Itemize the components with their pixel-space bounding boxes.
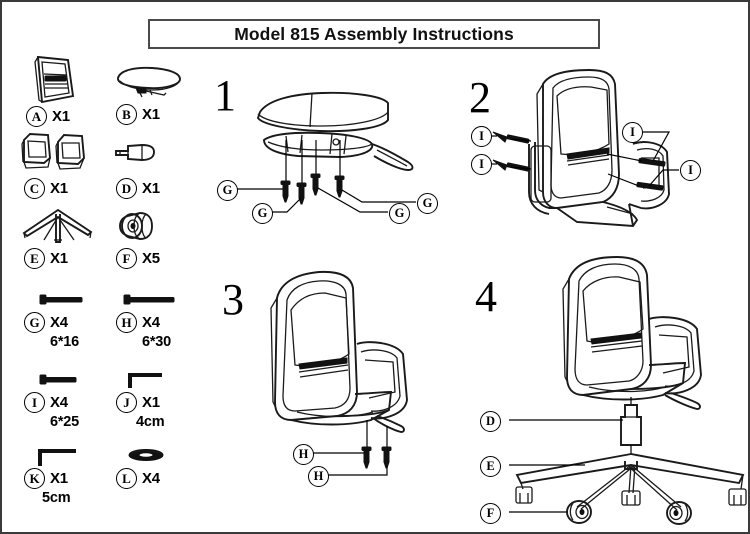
armrest-pair-icon <box>14 130 106 178</box>
part-qty-l: X4 <box>142 469 160 487</box>
part-qty-d: X1 <box>142 179 160 197</box>
part-label-c: C X1 <box>14 177 106 199</box>
part-qty-f: X5 <box>142 249 160 267</box>
step-3-callout-h-1: H <box>293 444 314 465</box>
part-code-a: A <box>26 105 47 127</box>
step-4-drawing <box>509 256 747 525</box>
step-4-number: 4 <box>475 272 497 321</box>
part-code-b: B <box>116 103 137 125</box>
part-spec-g: 6*16 <box>50 334 80 350</box>
title-box: Model 815 Assembly Instructions <box>148 19 600 49</box>
part-item-d: D X1 <box>106 134 198 199</box>
part-label-e: E X1 <box>14 247 106 269</box>
part-item-f: F X5 <box>106 204 198 269</box>
bolt-icon <box>16 284 108 312</box>
step-4-callout-e: E <box>480 456 501 477</box>
page-title: Model 815 Assembly Instructions <box>234 23 514 44</box>
step-1-drawing <box>237 91 416 213</box>
part-item-j: J X1 4cm <box>108 364 200 430</box>
step-3-number: 3 <box>222 275 244 324</box>
part-item-k: K X1 5cm <box>16 440 108 506</box>
step-1-callout-g-3: G <box>389 203 410 224</box>
part-item-b: B X1 <box>106 60 198 125</box>
seat-mechanism-icon <box>106 60 198 104</box>
step-3: 3 <box>207 260 457 487</box>
step-4: 4 <box>457 256 748 532</box>
part-qty-j: X1 <box>142 393 160 411</box>
step-4-callout-d: D <box>480 411 501 432</box>
chair-back-icon <box>16 54 108 106</box>
part-code-j: J <box>116 391 137 413</box>
part-label-g: G X4 <box>16 311 108 333</box>
part-code-d: D <box>116 177 137 199</box>
part-code-i: I <box>24 391 45 413</box>
step-2-number: 2 <box>469 73 491 122</box>
step-3-callout-h-2: H <box>308 466 329 487</box>
bolt-icon <box>108 284 200 312</box>
part-qty-b: X1 <box>142 105 160 123</box>
step-3-drawing <box>270 270 408 476</box>
step-2-callout-i-4: I <box>680 160 701 181</box>
step-1: 1 <box>202 62 452 242</box>
part-label-f: F X5 <box>106 247 198 269</box>
part-qty-a: X1 <box>52 107 70 125</box>
part-code-e: E <box>24 247 45 269</box>
part-code-h: H <box>116 311 137 333</box>
step-4-callout-f: F <box>480 503 501 524</box>
step-2-callout-i-3: I <box>622 122 643 143</box>
part-spec-i: 6*25 <box>50 414 80 430</box>
part-spec-j: 4cm <box>136 414 165 430</box>
gas-lift-icon <box>106 134 198 178</box>
step-2: 2 <box>457 62 747 252</box>
part-item-i: I X4 6*25 <box>16 364 108 430</box>
part-label-i: I X4 <box>16 391 108 413</box>
part-qty-c: X1 <box>50 179 68 197</box>
part-label-l: L X4 <box>108 467 200 489</box>
step-1-callout-g-4: G <box>417 193 438 214</box>
part-code-l: L <box>116 467 137 489</box>
allen-key-icon <box>16 440 108 468</box>
part-qty-e: X1 <box>50 249 68 267</box>
allen-key-icon <box>108 364 200 392</box>
part-spec-h: 6*30 <box>142 334 172 350</box>
part-label-a: A X1 <box>16 105 108 127</box>
part-code-k: K <box>24 467 45 489</box>
part-code-f: F <box>116 247 137 269</box>
part-qty-k: X1 <box>50 469 68 487</box>
bolt-icon <box>16 364 108 392</box>
part-qty-g: X4 <box>50 313 68 331</box>
part-code-c: C <box>24 177 45 199</box>
part-code-g: G <box>24 311 45 333</box>
part-item-l: L X4 <box>108 440 200 489</box>
part-item-g: G X4 6*16 <box>16 284 108 350</box>
step-2-callout-i-1: I <box>471 126 492 147</box>
part-item-a: A X1 <box>16 54 108 127</box>
part-item-c: C X1 <box>14 130 106 199</box>
step-1-number: 1 <box>214 71 236 120</box>
step-1-callout-g-2: G <box>252 203 273 224</box>
part-label-d: D X1 <box>106 177 198 199</box>
part-qty-i: X4 <box>50 393 68 411</box>
step-1-callout-g-1: G <box>217 180 238 201</box>
caster-wheel-icon <box>106 204 198 248</box>
part-item-h: H X4 6*30 <box>108 284 200 350</box>
step-2-drawing <box>490 69 679 227</box>
washer-icon <box>108 440 200 468</box>
five-star-base-icon <box>14 204 106 248</box>
part-label-j: J X1 <box>108 391 200 413</box>
part-item-e: E X1 <box>14 204 106 269</box>
step-2-callout-i-2: I <box>471 154 492 175</box>
parts-list: A X1 B X1 <box>8 54 198 530</box>
part-label-h: H X4 <box>108 311 200 333</box>
part-qty-h: X4 <box>142 313 160 331</box>
part-label-k: K X1 <box>16 467 108 489</box>
part-label-b: B X1 <box>106 103 198 125</box>
part-spec-k: 5cm <box>42 490 71 506</box>
